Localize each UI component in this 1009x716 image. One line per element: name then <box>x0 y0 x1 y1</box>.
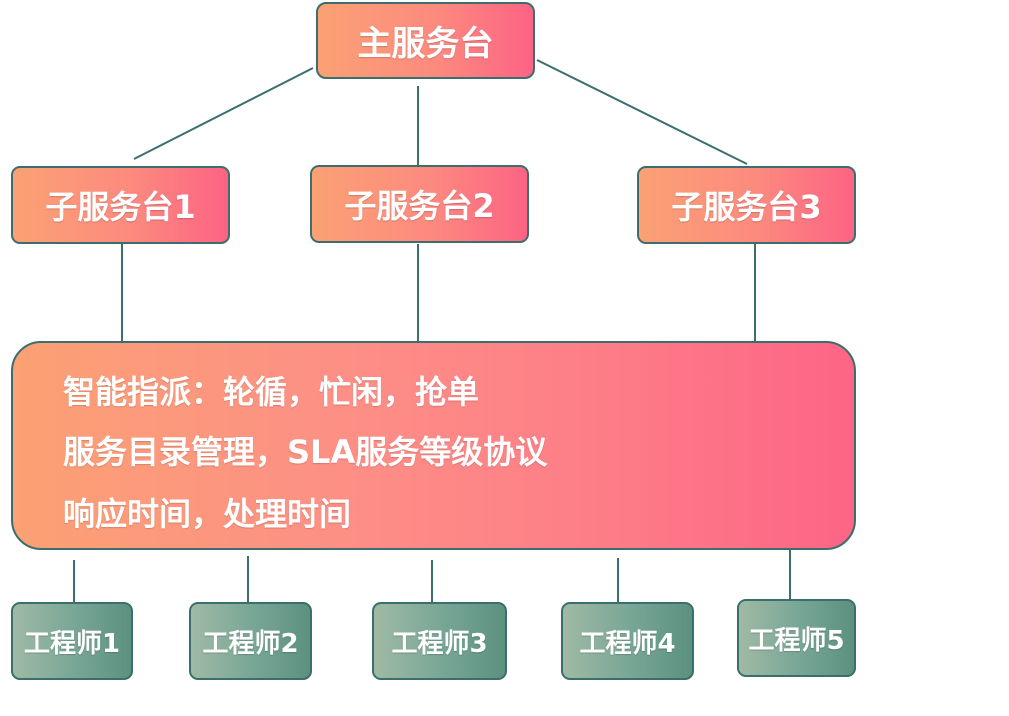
sub-service-desk-2-node: 子服务台2 <box>310 165 529 243</box>
dispatch-line-assignment: 智能指派：轮循，忙闲，抢单 <box>63 373 480 411</box>
engineer-3-node: 工程师3 <box>372 602 507 680</box>
sub-service-desk-3-node: 子服务台3 <box>637 166 856 244</box>
smart-dispatch-box: 智能指派：轮循，忙闲，抢单 服务目录管理，SLA服务等级协议 响应时间，处理时间 <box>11 341 856 550</box>
engineer-1-label: 工程师1 <box>23 628 121 659</box>
sub-service-desk-1-node: 子服务台1 <box>11 166 230 244</box>
engineer-5-label: 工程师5 <box>748 625 845 656</box>
engineer-4-label: 工程师4 <box>579 628 676 659</box>
connector-main-to-sub-1 <box>133 67 314 160</box>
sub-service-desk-1-label: 子服务台1 <box>45 188 196 226</box>
main-service-desk-label: 主服务台 <box>357 24 494 64</box>
engineer-4-node: 工程师4 <box>561 602 694 680</box>
dispatch-line-response-time: 响应时间，处理时间 <box>63 495 352 533</box>
sub-service-desk-3-label: 子服务台3 <box>671 188 822 226</box>
dispatch-line-catalog-sla: 服务目录管理，SLA服务等级协议 <box>63 433 548 471</box>
engineer-5-node: 工程师5 <box>737 599 856 677</box>
engineer-2-label: 工程师2 <box>202 628 299 659</box>
connector-main-to-sub-3 <box>536 59 748 165</box>
main-service-desk-node: 主服务台 <box>316 2 535 79</box>
engineer-1-node: 工程师1 <box>11 602 133 680</box>
engineer-3-label: 工程师3 <box>391 628 488 659</box>
engineer-2-node: 工程师2 <box>189 602 312 680</box>
sub-service-desk-2-label: 子服务台2 <box>344 187 495 225</box>
